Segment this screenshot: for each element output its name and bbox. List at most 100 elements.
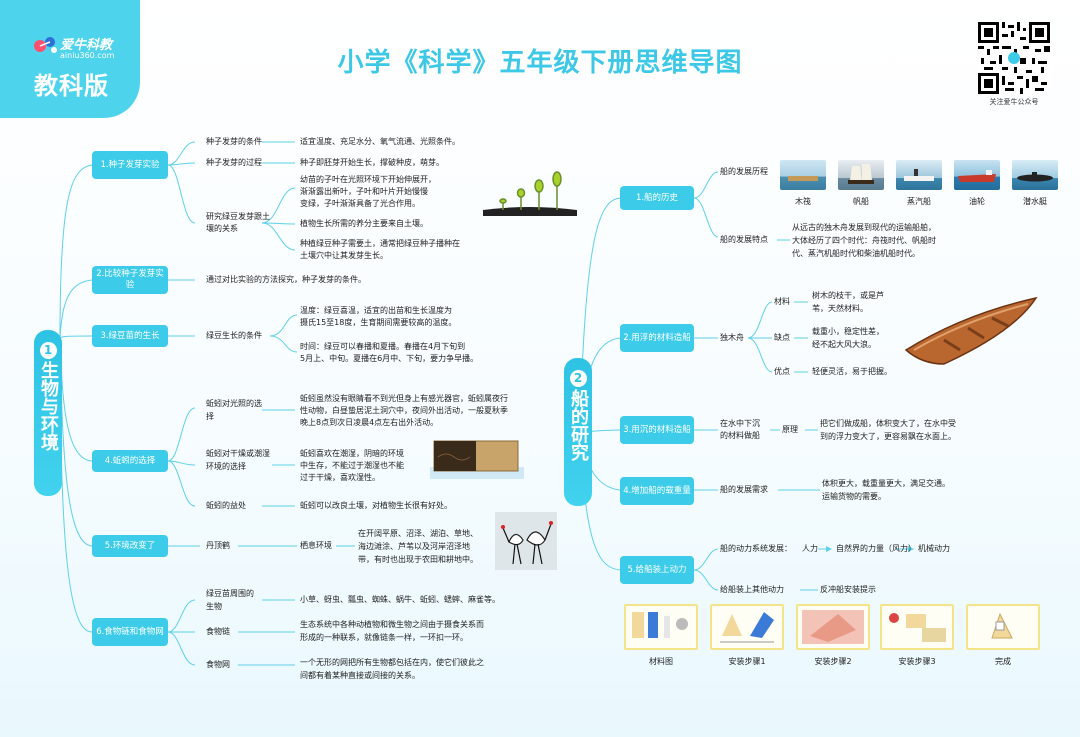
u1s4-benefit-label: 蚯蚓的益处	[206, 500, 246, 513]
u1s6-organisms-text: 小草、蚜虫、瓢虫、蜘蛛、蜗牛、蚯蚓、蟋蟀、麻雀等。	[300, 594, 500, 607]
u2s4-line2: 运输货物的需要。	[822, 491, 886, 504]
boat-label-raft: 木筏	[780, 196, 826, 207]
u2s5-chain-wind: 自然界的力量（风力）	[836, 543, 916, 556]
u1s1-soil-label: 研究绿豆发芽跟土壤的关系	[206, 211, 272, 235]
step-caption-materials: 材料图	[624, 656, 698, 667]
unit1-section-6[interactable]: 6.食物链和食物网	[92, 618, 168, 646]
u1s5-line2: 海边滩涂、芦苇以及河岸沼泽地	[358, 541, 470, 554]
u2s2-pros-key: 优点	[774, 366, 790, 379]
u1s1-condition-text: 适宜温度、充足水分、氧气流通、光照条件。	[300, 136, 460, 149]
unit2-title-bar: 2 船的研究	[564, 358, 592, 506]
step-card-done[interactable]	[966, 604, 1040, 650]
unit2-number: 2	[570, 370, 587, 387]
unit1-section-2[interactable]: 2.比较种子发芽实验	[92, 266, 168, 294]
unit1-section-4[interactable]: 4.蚯蚓的选择	[92, 450, 168, 472]
unit2-section-3[interactable]: 3.用沉的材料造船	[620, 416, 694, 444]
u1s1-soil-text2-line2: 土壤穴中让其发芽生长。	[300, 250, 388, 263]
qr-caption: 关注爱牛公众号	[974, 97, 1054, 107]
logo-icon	[32, 34, 60, 56]
raft-photo	[780, 160, 826, 190]
u2s2-branch: 独木舟	[720, 332, 744, 345]
u2s3-line1: 把它们做成船，体积变大了，在水中受	[820, 418, 956, 431]
u1s3-time-line2: 5月上、中旬。夏播在6月中、下旬，要力争早播。	[300, 353, 478, 366]
u1s6-web-line2: 间都有着某种直接或间接的关系。	[300, 670, 420, 683]
boat-photos: 木筏 帆船 蒸汽船 油轮 潜水艇	[780, 160, 1070, 212]
u2s2-cons-line1: 载重小，稳定性差，	[812, 326, 884, 339]
qr-code[interactable]	[978, 22, 1050, 94]
u2s5-chain-human: 人力	[802, 543, 818, 556]
u1s1-seedling-line2: 渐渐露出新叶，子叶和叶片开始慢慢	[300, 186, 428, 199]
u1s4-moist-line2: 中生存，不能过于潮湿也不能	[300, 460, 404, 473]
unit1-section-3[interactable]: 3.绿豆苗的生长	[92, 325, 168, 347]
boat-label-submarine: 潜水艇	[1012, 196, 1058, 207]
u1s5-line1: 在开阔平原、沼泽、湖泊、草地、	[358, 528, 478, 541]
logo-badge: 爱牛科教 ainiu360.com 教科版	[0, 0, 140, 118]
edition-label: 教科版	[34, 66, 109, 101]
step-card-materials[interactable]	[624, 604, 698, 650]
u1s1-soil-text1: 植物生长所需的养分主要来自土壤。	[300, 218, 428, 231]
u1s4-light-line3: 晚上8点到次日凌晨4点左右出外活动。	[300, 417, 438, 430]
page-title: 小学《科学》五年级下册思维导图	[300, 42, 780, 79]
unit2-section-5[interactable]: 5.给船装上动力	[620, 556, 694, 584]
u2s1-features-line3: 代、蒸汽机船时代和柴油机船时代。	[792, 248, 920, 261]
u1s1-seedling-line1: 幼苗的子叶在光照环境下开始伸展开，	[300, 174, 436, 187]
u1s6-chain-line1: 生态系统中各种动植物和微生物之间由于摄食关系而	[300, 619, 484, 632]
u1s3-temp-line2: 摄氏15至18度，生育期间需要较高的温度。	[300, 317, 456, 330]
u2s2-material-key: 材料	[774, 296, 790, 309]
unit1-section-1[interactable]: 1.种子发芽实验	[92, 151, 168, 179]
u1s4-moist-line1: 蚯蚓喜欢在潮湿，阴暗的环境	[300, 448, 404, 461]
u1s6-chain-label: 食物链	[206, 626, 230, 639]
step-caption-1: 安装步骤1	[710, 656, 784, 667]
u2s5-power-label: 船的动力系统发展：	[720, 543, 792, 556]
canoe-photo	[904, 292, 1040, 372]
boat-label-tanker: 油轮	[954, 196, 1000, 207]
u1s4-light-label: 蚯蚓对光照的选择	[206, 398, 266, 423]
sailboat-photo	[838, 160, 884, 190]
u1s4-light-line1: 蚯蚓虽然没有眼睛看不到光但身上有感光器官，蚯蚓属夜行	[300, 393, 508, 406]
u1s6-organisms-label: 绿豆苗周围的生物	[206, 588, 256, 613]
u2s1-branch-history: 船的发展历程	[720, 166, 768, 179]
u1s3-branch: 绿豆生长的条件	[206, 330, 262, 343]
u1s5-branch: 丹顶鹤	[206, 540, 230, 553]
tanker-photo	[954, 160, 1000, 190]
u2s2-material-line1: 树木的枝干，或是芦	[812, 290, 884, 303]
u1s1-process-text: 种子即胚芽开始生长，撑破种皮，萌芽。	[300, 157, 444, 170]
u2s1-branch-features: 船的发展特点	[720, 234, 768, 247]
u1s1-seedling-line3: 变绿，子叶渐渐具备了光合作用。	[300, 198, 420, 211]
boat-label-sailboat: 帆船	[838, 196, 884, 207]
unit2-section-2[interactable]: 2.用浮的材料造船	[620, 324, 694, 352]
u1s1-branch-process: 种子发芽的过程	[206, 157, 262, 170]
step-card-3[interactable]	[880, 604, 954, 650]
unit1-number: 1	[40, 342, 57, 359]
u2s3-sub: 原理	[782, 424, 798, 437]
u2s5-other-power-text: 反冲船安装提示	[820, 584, 876, 597]
step-caption-2: 安装步骤2	[796, 656, 870, 667]
unit2-title: 船的研究	[567, 389, 589, 461]
u2s3-line2: 到的浮力变大了，更容易飘在水面上。	[820, 431, 956, 444]
u2s4-line1: 体积更大，载重量更大，满足交通。	[822, 478, 950, 491]
unit1-section-5[interactable]: 5.环境改变了	[92, 535, 168, 557]
unit2-section-4[interactable]: 4.增加船的载重量	[620, 477, 694, 505]
u2s2-pros-text: 轻便灵活，易于把握。	[812, 366, 892, 379]
logo-url: ainiu360.com	[60, 51, 114, 60]
crane-photo	[495, 512, 557, 570]
step-card-1[interactable]	[710, 604, 784, 650]
u1s1-branch-soil: 研究绿豆发芽跟土壤的关系	[206, 211, 272, 235]
unit2-section-1[interactable]: 1.船的历史	[620, 186, 694, 210]
u1s3-time-line1: 时间：绿豆可以春播和夏播。春播在4月下旬到	[300, 341, 465, 354]
u1s2-text: 通过对比实验的方法探究，种子发芽的条件。	[206, 274, 366, 287]
u2s2-cons-key: 缺点	[774, 332, 790, 345]
earthworm-box-photo	[428, 437, 526, 481]
u1s6-web-label: 食物网	[206, 659, 230, 672]
u2s2-cons-line2: 经不起大风大浪。	[812, 339, 876, 352]
step-card-2[interactable]	[796, 604, 870, 650]
u1s4-moist-line3: 过于干燥，喜欢湿性。	[300, 472, 380, 485]
u1s6-chain-line2: 形成的一种联系，就像链条一样，一环扣一环。	[300, 632, 468, 645]
u1s4-moist-label: 蚯蚓对干燥或潮湿环境的选择	[206, 448, 272, 473]
u2s1-features-line2: 大体经历了四个时代：舟筏时代、帆船时	[792, 235, 936, 248]
u1s1-soil-text2-line1: 种植绿豆种子需要土，通常把绿豆种子播种在	[300, 238, 460, 251]
seedlings-photo	[483, 170, 577, 216]
unit1-title: 生物与环境	[37, 361, 59, 451]
u2s3-branch-line2: 的材料做船	[720, 430, 760, 443]
step-caption-3: 安装步骤3	[880, 656, 954, 667]
